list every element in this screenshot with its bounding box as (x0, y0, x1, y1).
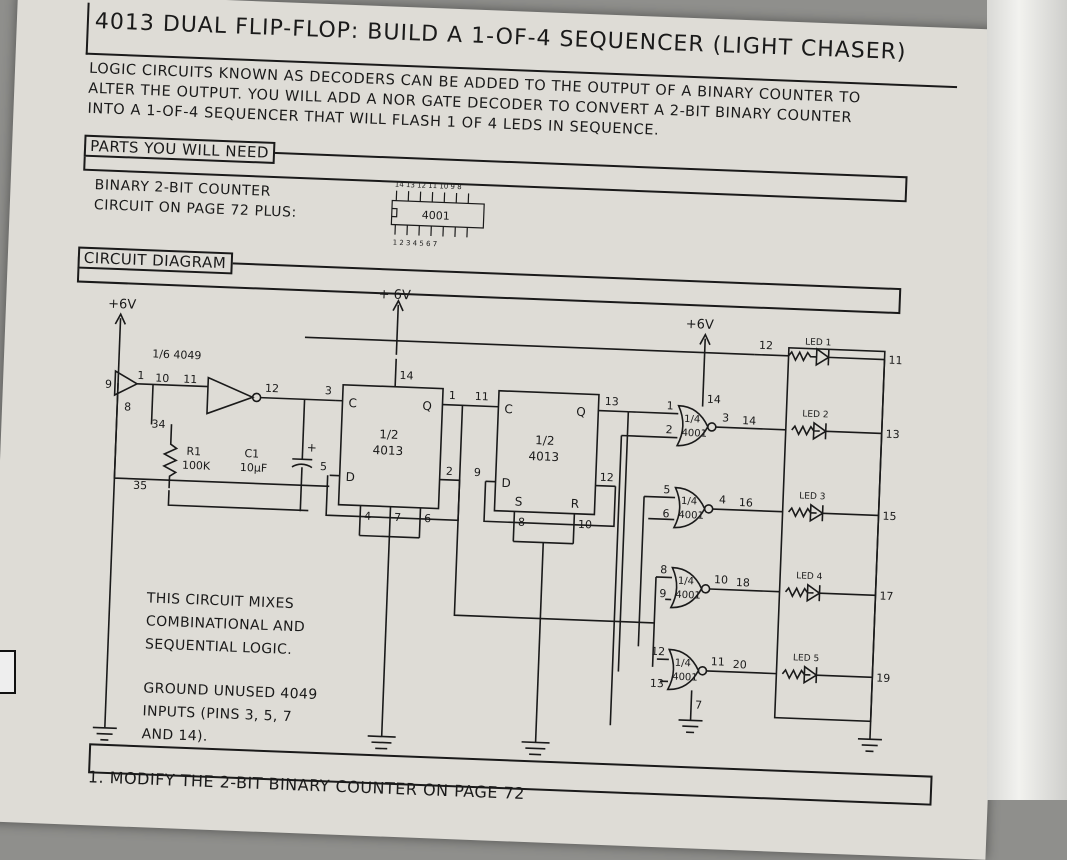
ff2-pin-11: 11 (475, 390, 489, 404)
ff1-pin-6: 6 (424, 512, 431, 525)
led3-name: LED 3 (799, 491, 826, 502)
r1-pin-35: 35 (133, 479, 147, 493)
ff1-pin-14: 14 (399, 369, 413, 383)
nor2-part: 4001 (678, 510, 704, 522)
c1-name: C1 (244, 447, 259, 461)
ff2-pin-10: 10 (578, 518, 592, 532)
ff1-part: 4013 (372, 443, 403, 458)
r1-name: R1 (186, 445, 201, 459)
nor3-pin-9: 9 (659, 587, 666, 600)
inv-pin-10: 10 (155, 372, 169, 386)
ff2-r: R (570, 497, 579, 511)
chip-4001-drawing: 14 13 12 11 10 9 8 4001 1 2 3 4 5 6 7 (390, 181, 485, 249)
nor4-part: 4001 (672, 672, 698, 684)
ff1-pin-7: 7 (394, 511, 401, 524)
nor-vdd-pin: 14 (707, 393, 721, 407)
c1-value: 10µF (240, 461, 268, 475)
nor1-label: 1/4 (684, 414, 701, 426)
nor2-pin-4: 4 (719, 493, 726, 506)
nor4-pin-13: 13 (650, 677, 664, 691)
ff1-pin-3: 3 (325, 384, 332, 397)
ff2-pin-8: 8 (518, 516, 525, 529)
supply-right-label: +6V (685, 317, 714, 333)
nor1-part: 4001 (681, 428, 707, 440)
chip-top-pins: 14 13 12 11 10 9 8 (395, 181, 462, 192)
nor1-pin-3: 3 (722, 411, 729, 424)
inv-pin-8: 8 (124, 400, 131, 413)
led2-name: LED 2 (802, 409, 829, 420)
nor3-label: 1/4 (678, 576, 695, 588)
led1-name: LED 1 (805, 337, 832, 348)
ff2-pin-12: 12 (600, 471, 614, 485)
supply-left-label: +6V (108, 297, 137, 313)
nor2-label: 1/4 (681, 496, 698, 508)
circuit-schematic: +6V + 6V +6V 1/6 4049 9 1 10 11 12 8 34 … (92, 287, 903, 756)
nor3-part: 4001 (675, 590, 701, 602)
nor3-pin-8: 8 (660, 563, 667, 576)
book-spine (987, 0, 1067, 800)
ff1-pin-1: 1 (449, 389, 456, 402)
nor2-pin-5: 5 (663, 483, 670, 496)
ff2-c: C (504, 402, 513, 416)
inv-pin-1: 1 (137, 369, 144, 382)
ff2-pin-9: 9 (474, 466, 481, 479)
nor4-out: 20 (732, 658, 746, 672)
led4-out: 17 (879, 590, 893, 604)
ff2-part: 4013 (528, 449, 559, 464)
led4-name: LED 4 (796, 571, 823, 582)
led3-out: 15 (882, 510, 896, 524)
ff2-label: 1/2 (535, 433, 555, 448)
ff1-c: C (348, 396, 357, 410)
led1-in: 12 (759, 339, 773, 353)
ff1-pin-5: 5 (320, 460, 327, 473)
nor1-pin-2: 2 (665, 423, 672, 436)
inv-pin-11: 11 (183, 373, 197, 387)
led5-out: 19 (876, 671, 890, 685)
inv-pin-9: 9 (105, 378, 112, 391)
page-edge (0, 650, 16, 694)
ff1-pin-2: 2 (446, 465, 453, 478)
ff2-s: S (515, 494, 523, 508)
c1-polarity: + (306, 440, 317, 454)
led5-name: LED 5 (793, 653, 820, 664)
led2-out: 13 (885, 428, 899, 442)
nor1-pin-1: 1 (666, 399, 673, 412)
ff2-q: Q (576, 405, 586, 419)
r1-pin-34: 34 (151, 417, 165, 431)
r1-value: 100K (182, 459, 211, 473)
nor-gnd-pin: 7 (695, 699, 702, 712)
inverter-label: 1/6 4049 (152, 347, 202, 362)
nor4-pin-11: 11 (711, 655, 725, 669)
nor4-pin-12: 12 (651, 645, 665, 659)
nor2-out: 16 (739, 496, 753, 510)
ff1-d: D (345, 470, 355, 484)
ff1-label: 1/2 (379, 427, 399, 442)
chip-label: 4001 (421, 209, 449, 223)
inv-pin-12: 12 (265, 382, 279, 396)
ff1-pin-4: 4 (364, 510, 371, 523)
chip-bottom-pins: 1 2 3 4 5 6 7 (393, 239, 438, 249)
nor4-label: 1/4 (675, 658, 692, 670)
nor3-pin-10: 10 (714, 573, 728, 587)
led1-out: 11 (888, 354, 902, 368)
nor2-pin-6: 6 (662, 507, 669, 520)
supply-mid-label: + 6V (378, 287, 411, 303)
ff2-pin-13: 13 (604, 395, 618, 409)
ff1-q: Q (422, 399, 432, 413)
nor1-out: 14 (742, 414, 756, 428)
nor3-out: 18 (736, 576, 750, 590)
book-page: 4013 DUAL FLIP-FLOP: BUILD A 1-OF-4 SEQU… (0, 0, 1018, 860)
ff2-d: D (501, 476, 511, 490)
